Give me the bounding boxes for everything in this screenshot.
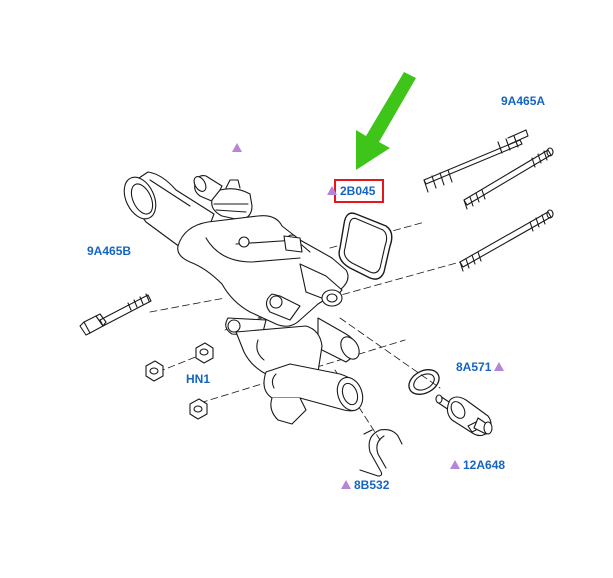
triangle-marker-icon <box>341 480 351 489</box>
stud-bolt <box>459 209 554 272</box>
nut <box>145 360 164 382</box>
nut <box>189 398 208 420</box>
triangle-marker-icon <box>232 143 242 152</box>
gasket-2b045[interactable] <box>338 212 393 280</box>
bolt-9a465b[interactable] <box>79 293 152 336</box>
callout-label: 2B045 <box>340 184 376 198</box>
callout-2b045[interactable]: 2B045 <box>327 184 375 198</box>
triangle-marker-icon <box>327 186 337 195</box>
callout-label: 8A571 <box>456 360 492 374</box>
retaining-clip-8b532[interactable] <box>359 429 403 477</box>
stud-bolt <box>463 147 554 210</box>
o-ring-8a571[interactable] <box>405 365 444 399</box>
stud-bolt <box>423 129 529 193</box>
thermostat-housing[interactable] <box>118 171 367 425</box>
triangle-marker-icon <box>450 460 460 469</box>
callout-12a648[interactable]: 12A648 <box>450 458 505 472</box>
callout-8b532[interactable]: 8B532 <box>341 478 389 492</box>
triangle-marker-icon <box>494 362 505 371</box>
nut-hn1[interactable] <box>195 342 214 364</box>
callout-label: 12A648 <box>463 458 506 472</box>
callout-9a465a[interactable]: 9A465A <box>501 94 545 108</box>
temperature-sensor-12a648[interactable] <box>435 394 493 437</box>
arrow-pointer-icon <box>356 72 416 170</box>
callout-label: 9A465A <box>501 94 546 108</box>
callout-label: HN1 <box>186 372 211 386</box>
callout-hn1[interactable]: HN1 <box>186 372 210 386</box>
callout-label: 8B532 <box>354 478 390 492</box>
stud-bolts-9a465a[interactable] <box>423 129 554 272</box>
callout-label: 9A465B <box>87 244 132 258</box>
callout-9a465b[interactable]: 9A465B <box>87 244 131 258</box>
callout-8a571[interactable]: 8A571 <box>456 360 505 374</box>
